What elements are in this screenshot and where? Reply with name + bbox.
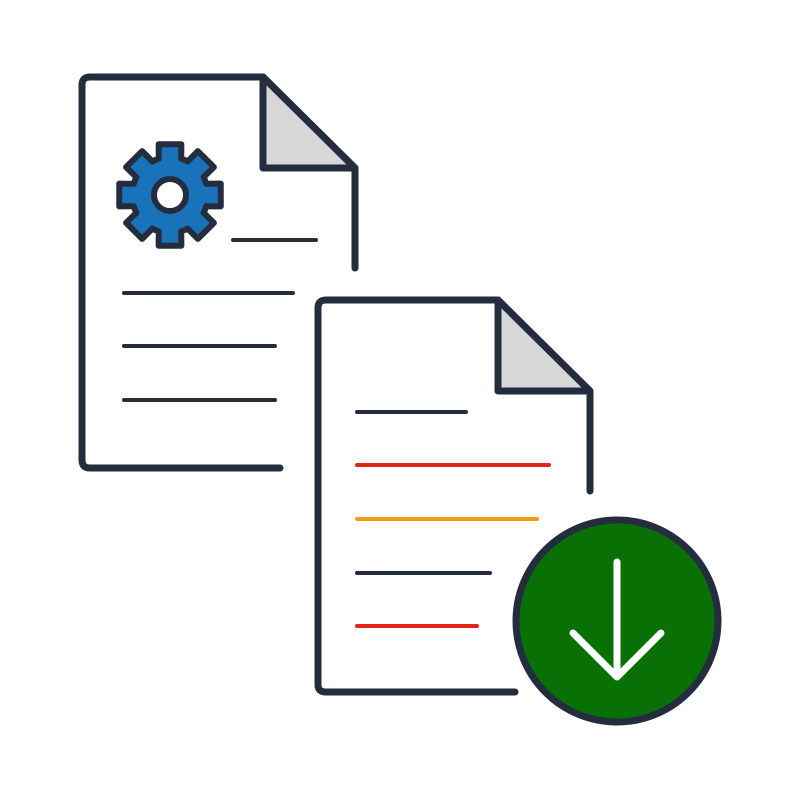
data-document-outline	[314, 296, 594, 696]
settings-document-icon	[78, 73, 359, 472]
settings-document-outline	[78, 73, 359, 472]
download-icon	[512, 516, 722, 726]
arrow-down-icon	[569, 558, 665, 681]
settings-document-fold	[259, 73, 359, 172]
data-document-fold	[494, 296, 594, 395]
gear-icon	[116, 141, 224, 249]
data-document-lines	[355, 410, 551, 628]
